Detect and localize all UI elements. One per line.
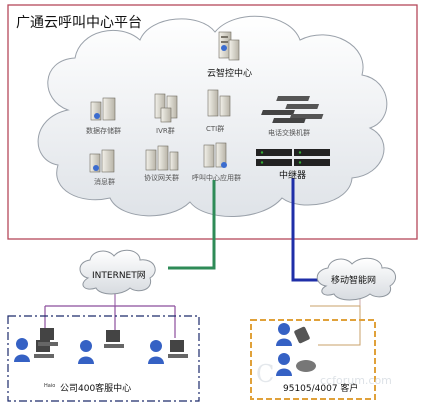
agent-center-box <box>7 315 200 402</box>
app-server-icon <box>203 142 227 168</box>
diagram-title: 广通云呼叫中心平台 <box>16 15 142 31</box>
web-gateway-server-icon <box>145 145 179 171</box>
data-storage-label: 数据存储群 <box>86 127 121 135</box>
customer-box <box>250 319 376 400</box>
message-server-icon <box>89 149 115 173</box>
platform-cloud <box>37 15 388 218</box>
watermark-logo: C <box>256 360 276 388</box>
blue-link <box>291 178 318 282</box>
switch-cluster-icon <box>261 96 324 123</box>
agent-logo: Haio <box>44 383 56 389</box>
ivr-server-icon <box>154 93 178 123</box>
relay-label: 中继器 <box>279 171 307 181</box>
agent-center-label: 公司400客服中心 <box>60 384 132 394</box>
cti-server-icon <box>207 89 231 117</box>
agent-workstation-icon <box>78 330 124 364</box>
customer-label: 95105/4007 客户 <box>283 384 359 394</box>
web-gateway-label: 协议网关群 <box>144 174 179 182</box>
cloud-control-label: 云智控中心 <box>207 69 253 79</box>
agent-workstation-icon <box>14 338 54 362</box>
customer-bus <box>310 305 361 346</box>
agent-workstation-icon <box>148 340 188 364</box>
mobile-cloud <box>316 257 397 301</box>
ivr-label: IVR群 <box>156 127 175 135</box>
watermark-text: ccforum.com <box>320 374 392 387</box>
green-link <box>168 180 216 270</box>
mobile-network-label: 移动智能网 <box>331 276 377 286</box>
app-cluster-label: 呼叫中心应用群 <box>192 174 241 182</box>
switch-cluster-label: 电话交换机群 <box>268 129 310 137</box>
cloud-control-server-icon <box>218 31 240 61</box>
internet-cloud <box>79 249 156 295</box>
cti-label: CTI群 <box>206 125 225 133</box>
relay-device-icon <box>256 149 330 166</box>
internet-label: INTERNET网 <box>92 271 146 281</box>
customer-phone-icon <box>276 353 316 376</box>
customer-phone-icon <box>276 323 310 346</box>
agent-workstation-icon <box>38 328 58 346</box>
data-storage-server-icon <box>90 97 116 121</box>
message-label: 消息群 <box>94 178 115 186</box>
